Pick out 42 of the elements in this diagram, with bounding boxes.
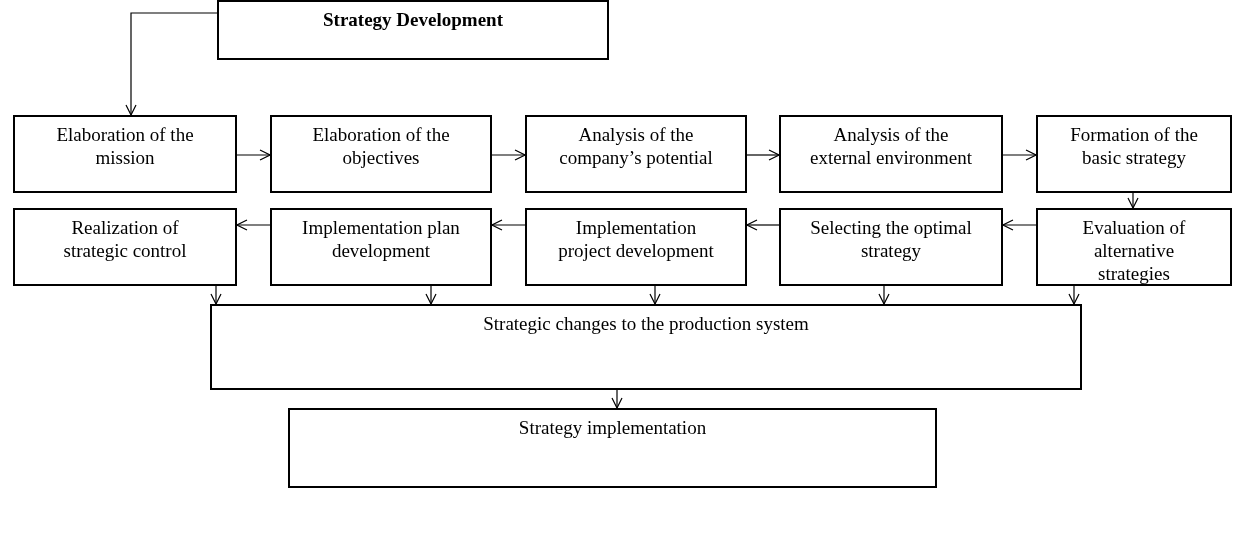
process-box bbox=[779, 115, 1003, 193]
box-label: Strategic changes to the production system bbox=[483, 312, 809, 335]
process-box bbox=[1036, 115, 1232, 193]
box-label: Analysis of the external environment bbox=[809, 123, 973, 169]
box-label: Elaboration of the objectives bbox=[311, 123, 451, 169]
process-box bbox=[525, 115, 747, 193]
arrow bbox=[1002, 149, 1037, 161]
process-box bbox=[270, 115, 492, 193]
process-box bbox=[525, 208, 747, 286]
arrow bbox=[878, 285, 890, 305]
box-label: Strategy implementation bbox=[518, 416, 707, 439]
arrow bbox=[746, 149, 780, 161]
arrow bbox=[611, 389, 623, 409]
process-box bbox=[779, 208, 1003, 286]
process-box bbox=[13, 115, 237, 193]
arrow bbox=[1068, 285, 1080, 305]
process-box bbox=[210, 304, 1082, 390]
arrow bbox=[491, 149, 526, 161]
box-label: Strategy Development bbox=[323, 8, 503, 31]
box-label: Analysis of the company’s potential bbox=[558, 123, 714, 169]
box-label: Implementation plan development bbox=[301, 216, 461, 262]
arrow bbox=[1002, 219, 1037, 231]
title-box bbox=[217, 0, 609, 60]
arrow bbox=[746, 219, 780, 231]
box-label: Formation of the basic strategy bbox=[1069, 123, 1199, 169]
arrow bbox=[1127, 192, 1139, 209]
process-box bbox=[13, 208, 237, 286]
arrow bbox=[210, 285, 222, 305]
arrow bbox=[491, 219, 526, 231]
box-label: Elaboration of the mission bbox=[55, 123, 195, 169]
box-label: Implementation project development bbox=[557, 216, 715, 262]
arrow bbox=[236, 149, 271, 161]
arrow bbox=[425, 285, 437, 305]
arrow bbox=[125, 12, 218, 116]
process-box bbox=[1036, 208, 1232, 286]
box-label: Realization of strategic control bbox=[62, 216, 188, 262]
box-label: Evaluation of alternative strategies bbox=[1081, 216, 1187, 285]
process-box bbox=[270, 208, 492, 286]
arrow bbox=[649, 285, 661, 305]
box-label: Selecting the optimal strategy bbox=[809, 216, 973, 262]
process-box bbox=[288, 408, 937, 488]
arrow bbox=[236, 219, 271, 231]
